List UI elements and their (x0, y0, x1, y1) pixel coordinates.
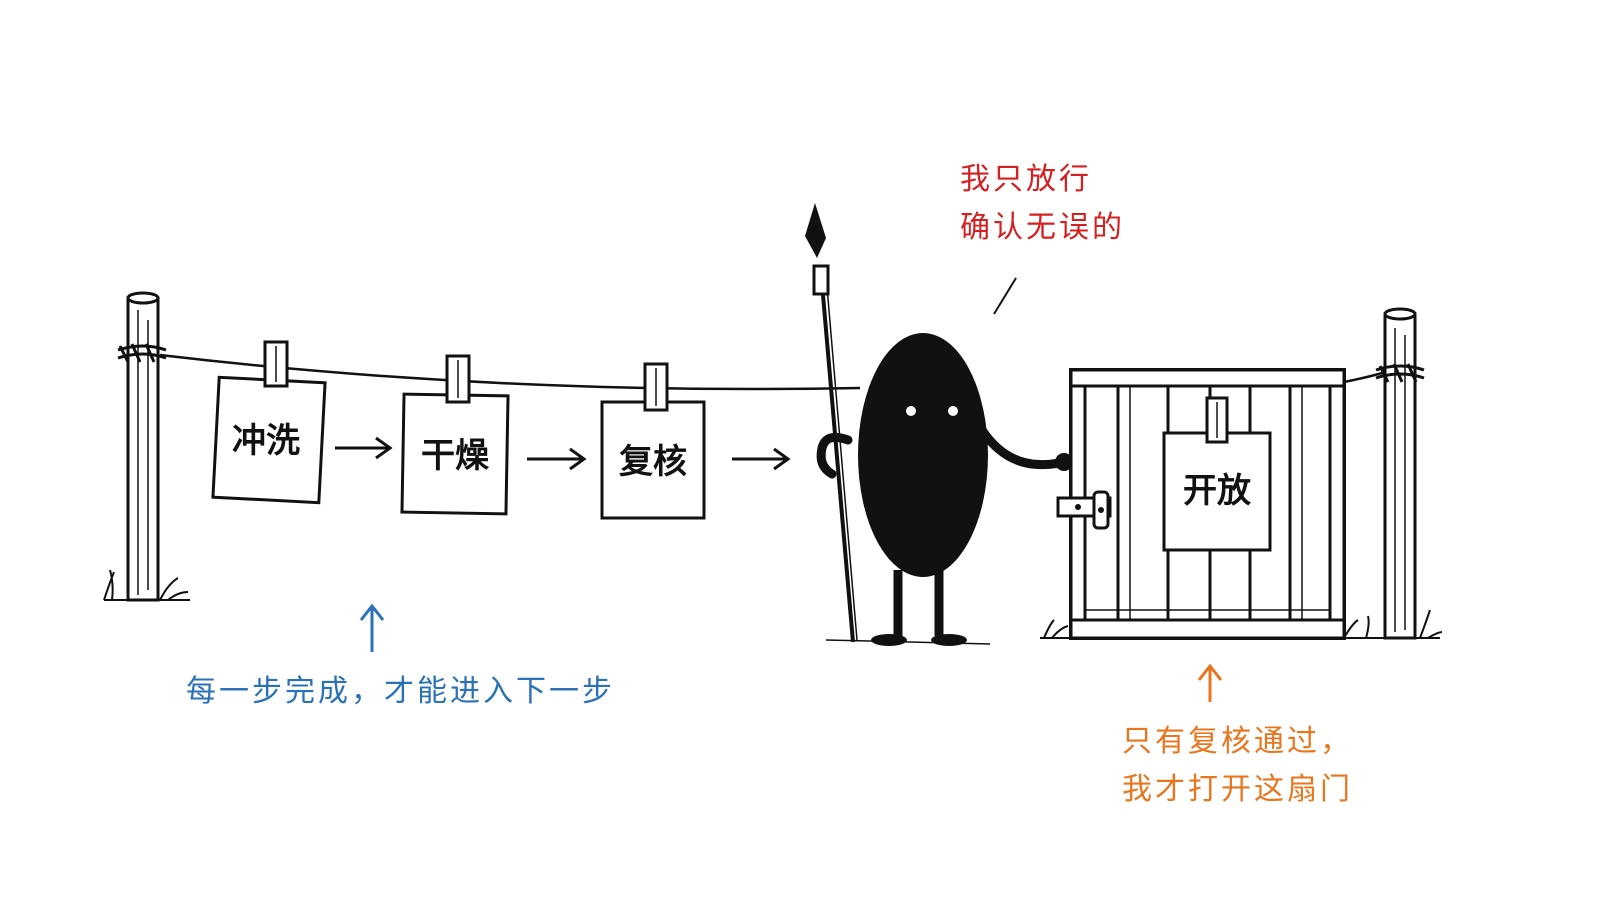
up-arrow-icon (1197, 663, 1223, 702)
gate-sign: 开放 (1162, 396, 1272, 552)
guard-speech-note: 我只放行 确认无误的 (960, 156, 1125, 252)
process-note-text: 每一步完成，才能进入下一步 (186, 674, 615, 709)
right-arrow-icon (335, 436, 393, 460)
guard-character (816, 333, 1073, 646)
right-fence-post (1040, 307, 1443, 640)
step-card-review: 复核 (600, 362, 706, 520)
step-label-review: 复核 (619, 442, 687, 482)
gate-sign-label: 开放 (1183, 471, 1251, 511)
right-arrow-icon (527, 447, 587, 471)
up-arrow-icon (359, 603, 385, 652)
speech-pointer (993, 277, 1017, 315)
right-arrow-icon (732, 447, 791, 471)
gate-latch-icon (1056, 490, 1112, 530)
left-fence-post (103, 291, 190, 602)
gate-note: 只有复核通过， 我才打开这扇门 (1122, 718, 1353, 814)
step-label-dry: 干燥 (421, 436, 490, 476)
process-note: 每一步完成，才能进入下一步 (186, 668, 615, 716)
guard-speech-line-1: 我只放行 (960, 162, 1092, 197)
guard-speech-line-2: 确认无误的 (960, 210, 1125, 245)
clothesline-rope (159, 353, 861, 391)
step-card-rinse: 冲洗 (211, 340, 327, 505)
gate-note-line-1: 只有复核通过， (1122, 724, 1353, 759)
step-label-rinse: 冲洗 (232, 421, 300, 461)
spear-icon (805, 203, 858, 643)
gate-note-line-2: 我才打开这扇门 (1122, 772, 1353, 807)
step-card-dry: 干燥 (400, 354, 510, 516)
